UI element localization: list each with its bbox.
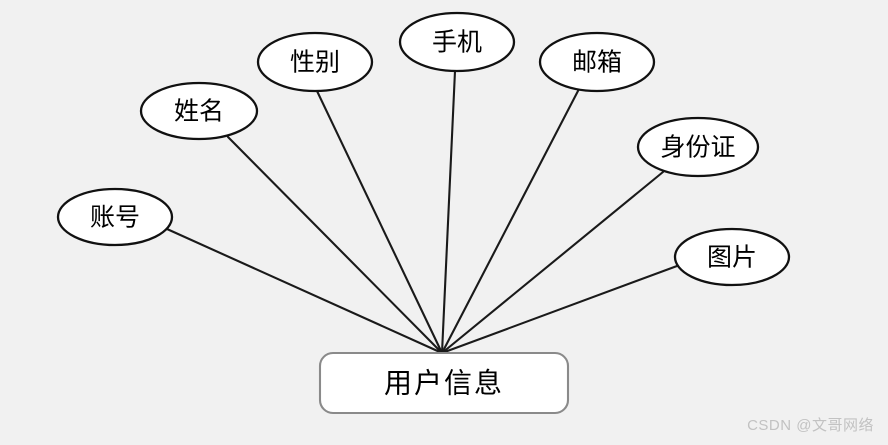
- entity-box[interactable]: [318, 351, 570, 415]
- attribute-ellipse[interactable]: [636, 116, 760, 178]
- attribute-node-4[interactable]: 邮箱: [538, 31, 656, 93]
- connector-lines-group: [165, 69, 679, 355]
- attribute-label: 姓名: [174, 98, 224, 126]
- attribute-ellipse[interactable]: [538, 31, 656, 93]
- attribute-ellipse[interactable]: [673, 227, 791, 287]
- entity-node-group[interactable]: 用户信息: [318, 351, 570, 415]
- attribute-label: 邮箱: [572, 49, 622, 77]
- attribute-ellipse[interactable]: [256, 31, 374, 93]
- attribute-label: 性别: [290, 49, 340, 77]
- attribute-label: 身份证: [660, 134, 735, 162]
- attribute-node-3[interactable]: 手机: [398, 11, 516, 73]
- watermark-label: CSDN @文哥网络: [747, 417, 874, 434]
- connector-line-6: [440, 264, 679, 355]
- attribute-node-0[interactable]: 账号: [56, 187, 174, 247]
- attribute-node-5[interactable]: 身份证: [636, 116, 760, 178]
- connector-line-4: [440, 87, 581, 355]
- attribute-ellipse[interactable]: [56, 187, 174, 247]
- attribute-ellipse[interactable]: [139, 81, 259, 141]
- connector-line-5: [440, 170, 665, 355]
- attribute-node-1[interactable]: 姓名: [139, 81, 259, 141]
- attribute-node-6[interactable]: 图片: [673, 227, 791, 287]
- connector-line-2: [315, 89, 444, 355]
- connector-line-0: [165, 227, 444, 355]
- attribute-ellipse[interactable]: [398, 11, 516, 73]
- connector-line-3: [440, 69, 457, 355]
- attribute-label: 图片: [707, 244, 757, 272]
- entity-label: 用户信息: [384, 368, 504, 400]
- attribute-label: 账号: [90, 205, 140, 232]
- connector-line-1: [226, 135, 444, 355]
- attribute-label: 手机: [432, 29, 482, 57]
- attribute-node-2[interactable]: 性别: [256, 31, 374, 93]
